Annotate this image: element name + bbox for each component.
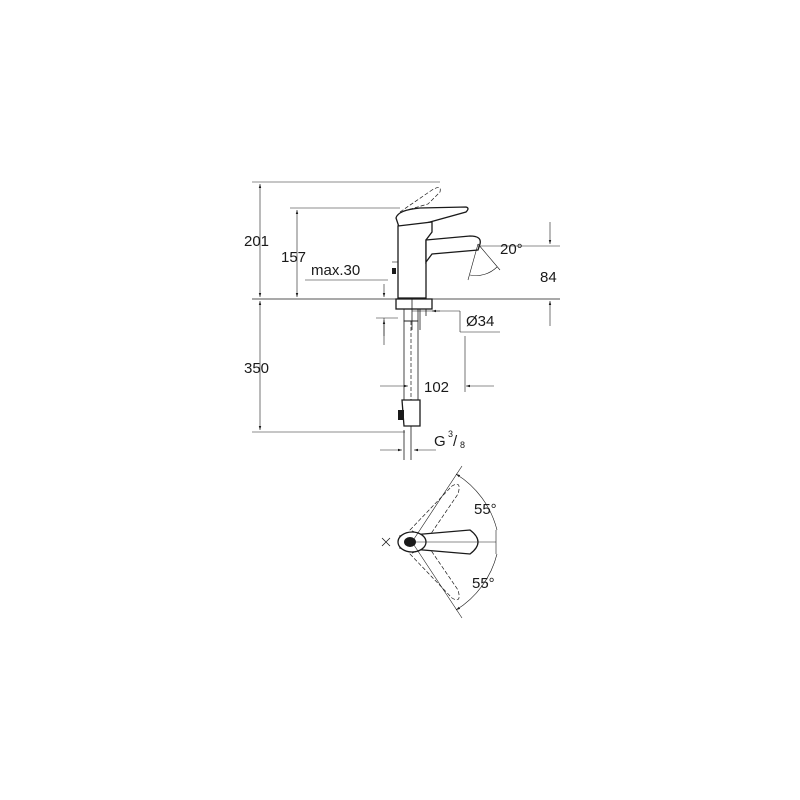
label-350: 350	[244, 360, 269, 377]
max-thickness-leader	[305, 279, 398, 345]
dimension-201	[252, 181, 440, 433]
mounting-assembly	[395, 298, 433, 460]
label-max30: max.30	[311, 262, 360, 279]
base-diameter-dimension	[412, 309, 500, 333]
label-55-upper: 55°	[474, 501, 497, 518]
label-157: 157	[281, 249, 306, 266]
reach-dimension	[380, 336, 494, 392]
label-diameter-34: Ø34	[466, 313, 494, 330]
dimension-157	[290, 207, 400, 297]
label-201: 201	[244, 233, 269, 250]
handle-rotated-down	[409, 545, 460, 601]
lever-raised-outline	[399, 187, 441, 213]
label-thread-sub: 8	[460, 440, 465, 450]
base-flange	[395, 298, 433, 310]
handle-rotated-up	[409, 483, 460, 539]
side-view	[252, 181, 560, 460]
label-55-lower: 55°	[472, 575, 495, 592]
top-view	[381, 465, 498, 619]
label-thread-g: G	[434, 433, 446, 450]
label-thread-sup: 3	[448, 429, 453, 439]
spout-angle-dimension	[467, 222, 560, 326]
label-20-degree: 20°	[500, 241, 523, 258]
faucet-body	[392, 187, 481, 299]
spout	[425, 235, 481, 264]
label-102: 102	[424, 379, 449, 396]
label-84: 84	[540, 269, 557, 286]
label-thread-slash: /	[453, 433, 458, 450]
